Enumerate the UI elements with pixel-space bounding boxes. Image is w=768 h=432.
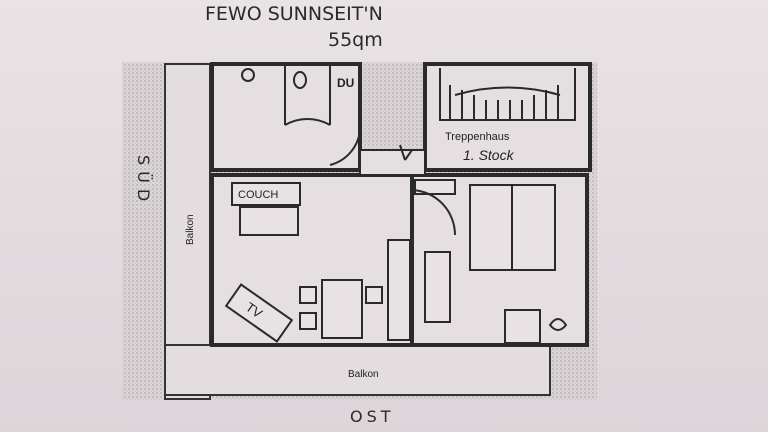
balcony-side [164, 63, 211, 400]
hallway [359, 149, 426, 176]
east-label: OST [350, 407, 395, 426]
stairs-label: Treppenhaus [445, 131, 510, 143]
wardrobe [424, 251, 451, 323]
plan-title: FEWO SUNNSEIT'N [205, 3, 383, 25]
table [321, 279, 363, 339]
floor-label: 1. Stock [463, 147, 515, 163]
couch [231, 182, 301, 206]
south-label: SÜD [134, 155, 153, 207]
balcony-side-label: Balkon [185, 214, 196, 245]
balcony-bottom-label: Balkon [348, 369, 379, 380]
shower-label: DU [337, 76, 354, 90]
couch-label: COUCH [238, 189, 278, 201]
area-label: 55qm [328, 29, 383, 51]
tv [224, 283, 294, 343]
staircase [423, 62, 592, 172]
stairs-icon [399, 68, 576, 161]
kitchen-counter [387, 239, 411, 341]
